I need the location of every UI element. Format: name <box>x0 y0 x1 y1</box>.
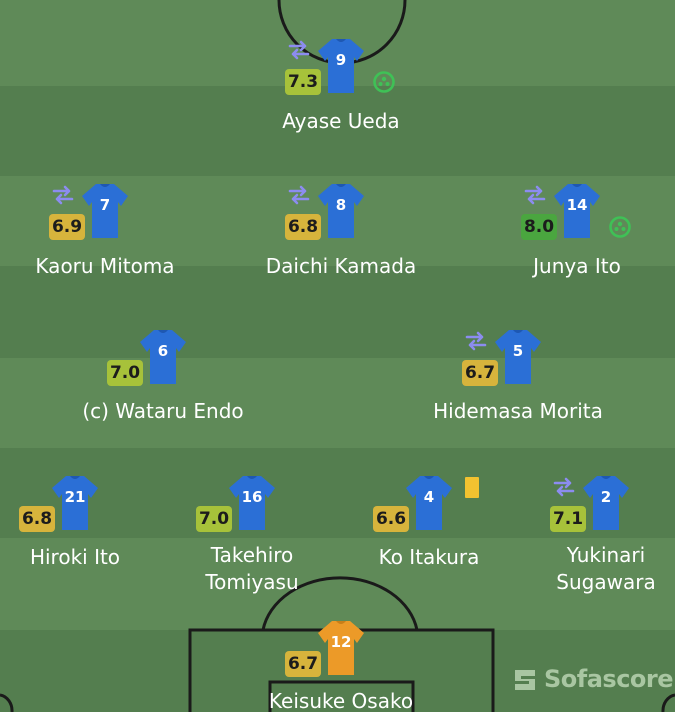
player-name: Junya Ito <box>533 254 621 278</box>
rating-badge: 6.6 <box>373 506 409 532</box>
pitch-stripe <box>0 538 675 630</box>
shirt-icon: 7 <box>81 181 129 239</box>
player-name: Keisuke Osako <box>268 689 414 712</box>
player-name-line-2: Tomiyasu <box>205 570 299 594</box>
player-yukinari-sugawara[interactable]: 2 7.1 Yukinari Sugawara <box>516 473 675 594</box>
player-name: Kaoru Mitoma <box>35 254 175 278</box>
player-name: Hiroki Ito <box>29 545 121 569</box>
player-name-line-1: Yukinari <box>566 543 646 567</box>
shirt-number: 12 <box>330 633 352 651</box>
rating-badge: 6.8 <box>19 506 55 532</box>
player-wataru-endo[interactable]: 6 7.0 (c) Wataru Endo <box>73 327 253 447</box>
shirt-icon: 4 <box>405 473 453 531</box>
substitution-icon <box>288 185 310 205</box>
player-name: Daichi Kamada <box>265 254 417 278</box>
rating-badge: 7.0 <box>107 360 143 386</box>
player-name-line-1: Takehiro <box>210 543 294 567</box>
shirt-number: 5 <box>512 342 524 360</box>
player-name: Ayase Ueda <box>282 109 400 133</box>
pitch-stripe <box>0 266 675 358</box>
substitution-icon <box>465 331 487 351</box>
goal-ball-icon <box>609 216 631 238</box>
rating-badge: 7.1 <box>550 506 586 532</box>
player-junya-ito[interactable]: 14 8.0 Junya Ito <box>487 181 667 301</box>
rating-badge: 6.7 <box>462 360 498 386</box>
shirt-icon: 16 <box>228 473 276 531</box>
keeper-shirt-icon: 12 <box>317 618 365 676</box>
player-keisuke-osako[interactable]: 12 6.7 Keisuke Osako <box>251 618 431 712</box>
shirt-icon: 21 <box>51 473 99 531</box>
goal-ball-icon <box>373 71 395 93</box>
shirt-number: 6 <box>157 342 169 360</box>
rating-badge: 8.0 <box>521 214 557 240</box>
player-name: Hidemasa Morita <box>433 399 603 423</box>
shirt-number: 14 <box>566 196 588 214</box>
shirt-number: 7 <box>99 196 111 214</box>
shirt-number: 4 <box>423 488 435 506</box>
player-daichi-kamada[interactable]: 8 6.8 Daichi Kamada <box>251 181 431 301</box>
player-ayase-ueda[interactable]: 9 7.3 Ayase Ueda <box>251 36 431 156</box>
player-name: Ko Itakura <box>378 545 480 569</box>
rating-badge: 6.7 <box>285 651 321 677</box>
shirt-number: 9 <box>335 51 347 69</box>
player-takehiro-tomiyasu[interactable]: 16 7.0 Takehiro Tomiyasu <box>162 473 342 594</box>
player-name: (c) Wataru Endo <box>82 399 244 423</box>
shirt-number: 21 <box>64 488 86 506</box>
substitution-icon <box>52 185 74 205</box>
shirt-icon: 8 <box>317 181 365 239</box>
rating-badge: 6.9 <box>49 214 85 240</box>
yellow-card-icon <box>465 477 479 498</box>
player-name-line-2: Sugawara <box>556 570 656 594</box>
shirt-number: 16 <box>241 488 263 506</box>
substitution-icon <box>524 185 546 205</box>
shirt-icon: 9 <box>317 36 365 94</box>
shirt-icon: 2 <box>582 473 630 531</box>
player-kaoru-mitoma[interactable]: 7 6.9 Kaoru Mitoma <box>15 181 195 301</box>
shirt-number: 2 <box>600 488 612 506</box>
shirt-number: 8 <box>335 196 347 214</box>
sofascore-logo-icon <box>515 670 535 690</box>
player-hidemasa-morita[interactable]: 5 6.7 Hidemasa Morita <box>428 327 608 447</box>
substitution-icon <box>553 477 575 497</box>
player-hiroki-ito[interactable]: 21 6.8 Hiroki Ito <box>0 473 165 593</box>
player-ko-itakura[interactable]: 4 6.6 Ko Itakura <box>339 473 519 593</box>
rating-badge: 7.3 <box>285 69 321 95</box>
substitution-icon <box>288 40 310 60</box>
pitch-stripe <box>0 86 675 176</box>
watermark-text: Sofascore <box>544 665 674 693</box>
shirt-icon: 5 <box>494 327 542 385</box>
shirt-icon: 6 <box>139 327 187 385</box>
rating-badge: 6.8 <box>285 214 321 240</box>
shirt-icon: 14 <box>553 181 601 239</box>
rating-badge: 7.0 <box>196 506 232 532</box>
